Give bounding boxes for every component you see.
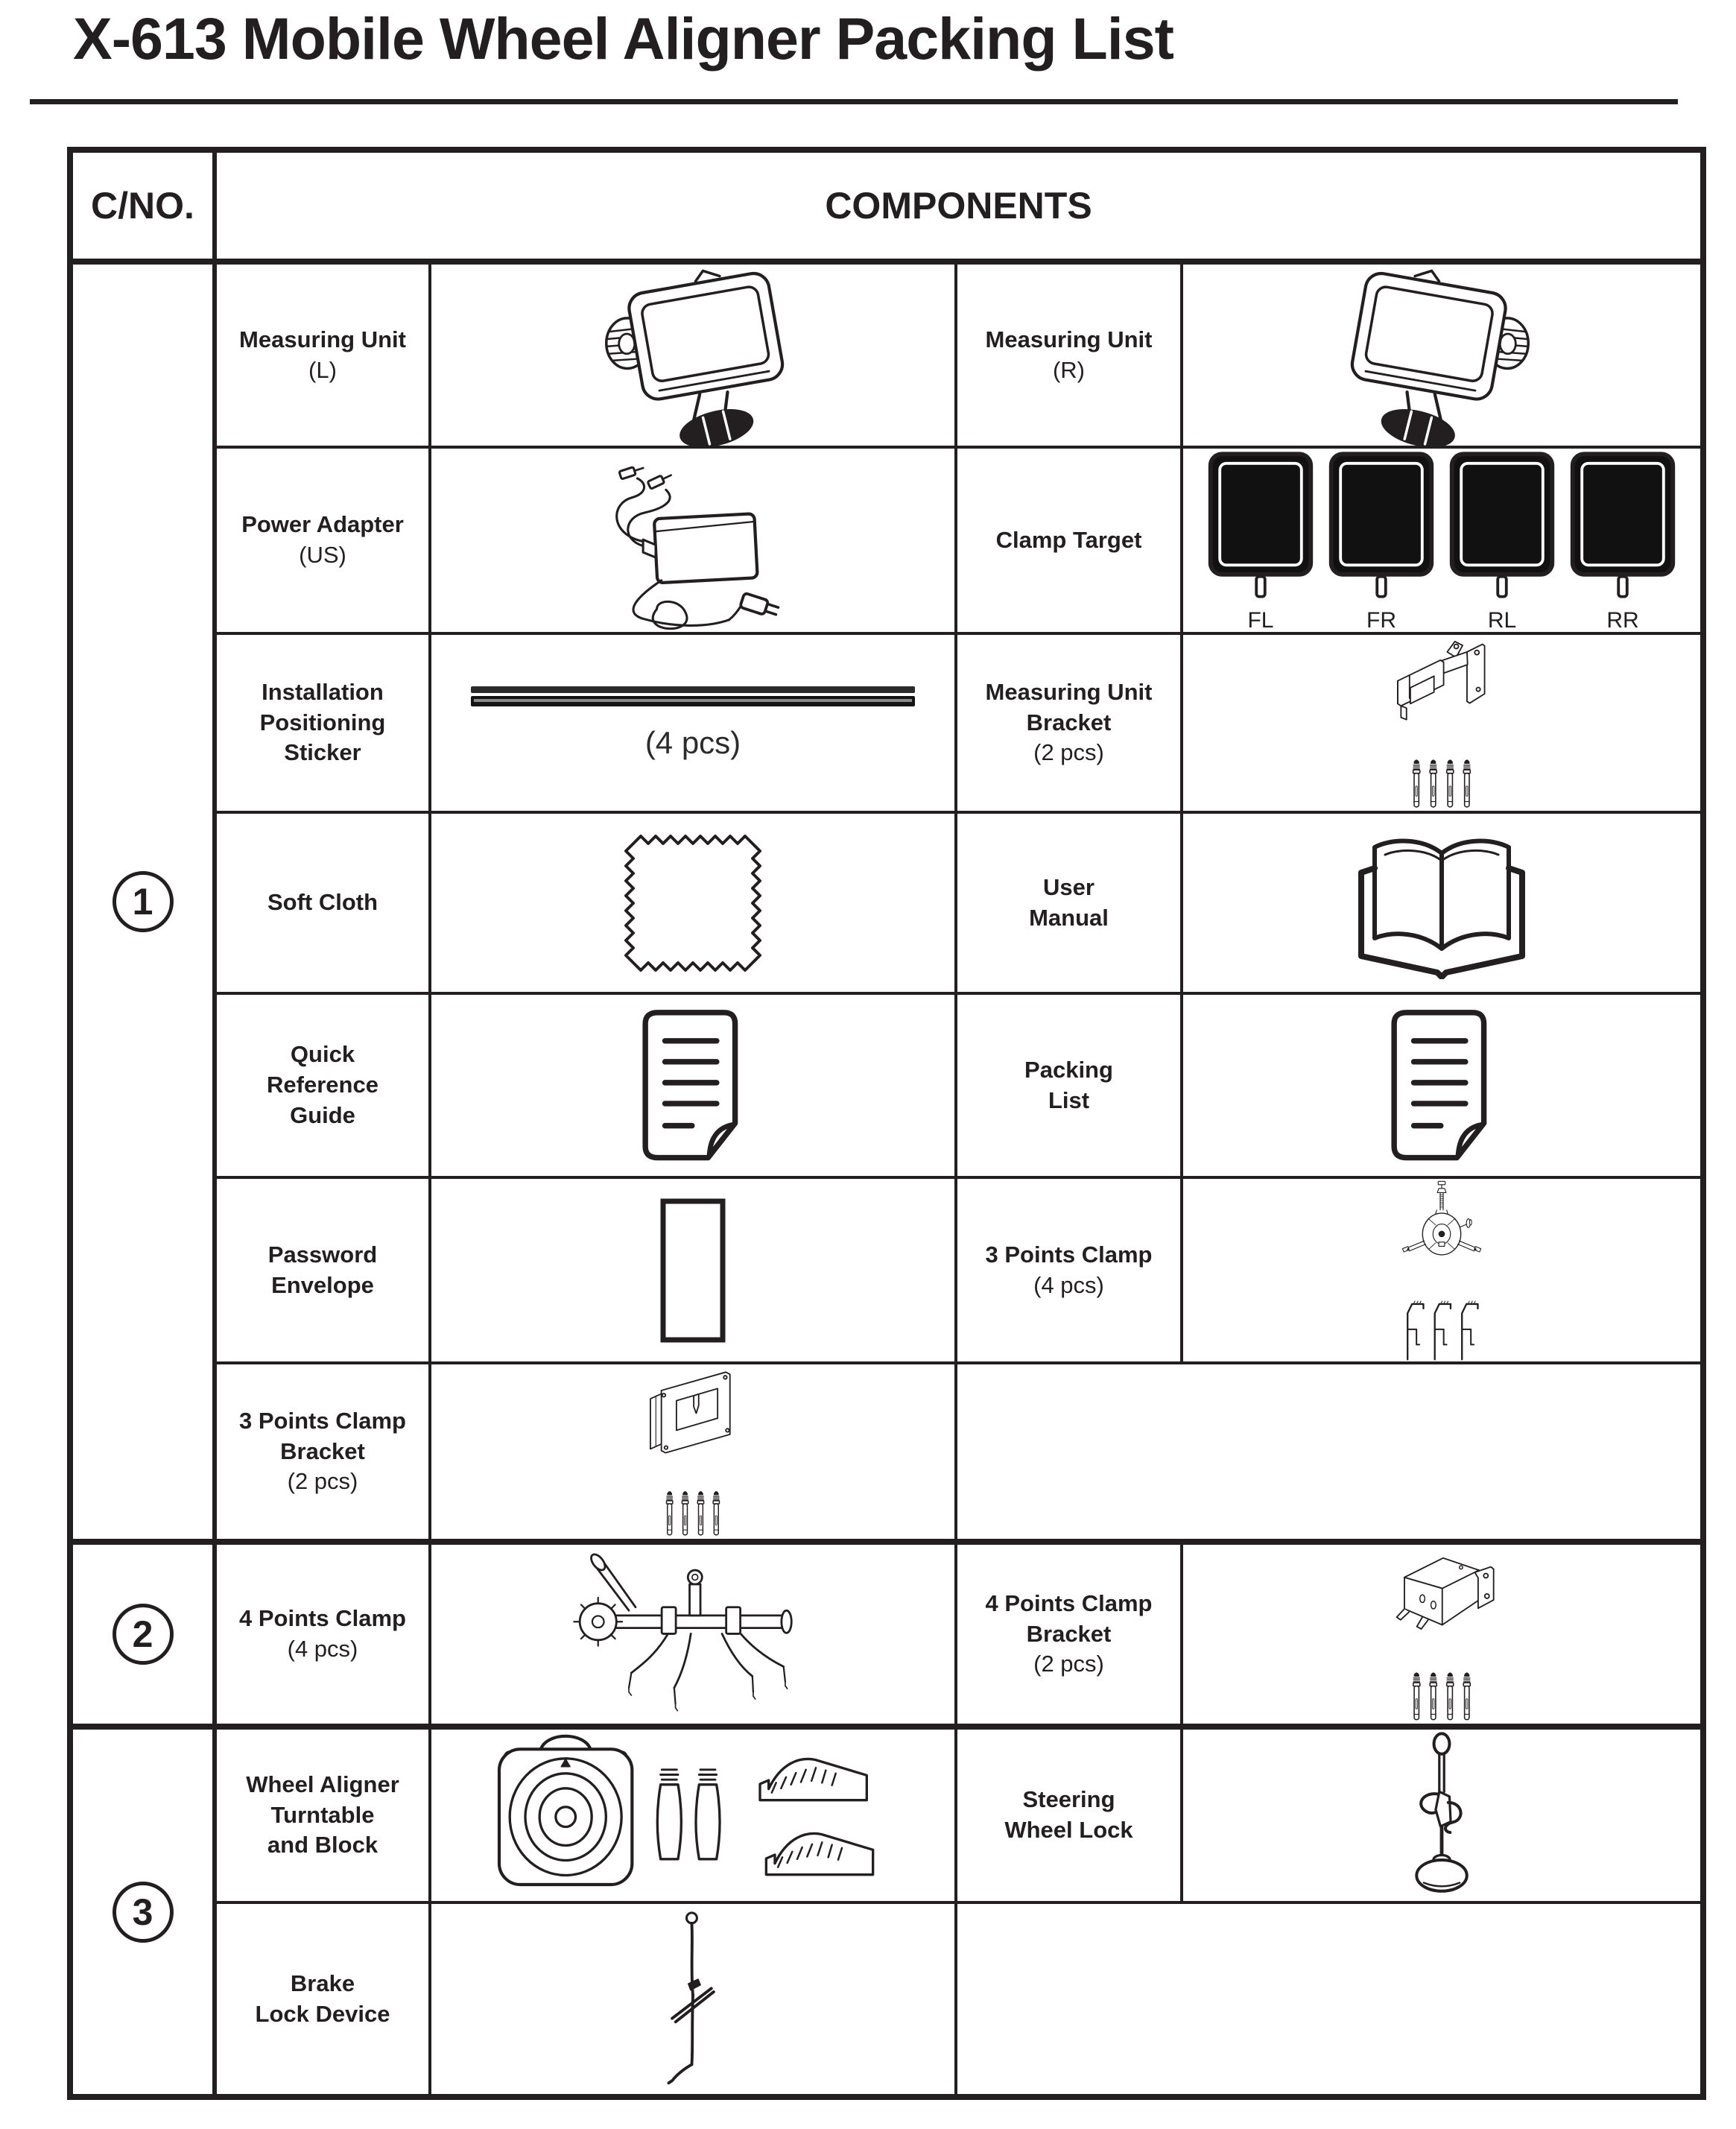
- measuring-unit-bracket-icon: [1397, 640, 1486, 721]
- label-measuring-unit-bracket: Measuring Unit Bracket (2 pcs): [957, 635, 1183, 814]
- clamp-target-fr: FR: [1325, 449, 1437, 633]
- section-2-number: 2: [112, 1604, 174, 1665]
- image-steering-wheel-lock: [1183, 1730, 1700, 1904]
- image-soft-cloth: [431, 814, 957, 995]
- clamp-target-rl: RL: [1446, 449, 1558, 633]
- clamp-target-tag-fl: FL: [1247, 607, 1274, 633]
- clamp-target-group: FL FR RL RR: [1205, 449, 1679, 633]
- label-user-manual: User Manual: [957, 814, 1183, 995]
- label-wheel-aligner-turntable: Wheel Aligner Turntable and Block: [217, 1730, 431, 1904]
- image-power-adapter: [431, 449, 957, 635]
- clamp-target-tag-rl: RL: [1487, 607, 1517, 633]
- label-steering-wheel-lock: Steering Wheel Lock: [957, 1730, 1183, 1904]
- label-installation-positioning-sticker: Installation Positioning Sticker: [217, 635, 431, 814]
- image-wheel-aligner-turntable: [431, 1730, 957, 1904]
- label-four-points-clamp: 4 Points Clamp (4 pcs): [217, 1545, 431, 1730]
- positioning-sticker-icon: [471, 686, 915, 706]
- section-1-cell: 1: [73, 265, 217, 1545]
- cno-header-cell: C/NO.: [73, 153, 217, 265]
- components-header-label: COMPONENTS: [825, 185, 1092, 227]
- label-quick-reference-guide: Quick Reference Guide: [217, 995, 431, 1179]
- anchor-bolts-icon: [1375, 757, 1509, 811]
- three-points-clamp-bracket-icon: [649, 1371, 731, 1454]
- anchor-bolts-icon: [1375, 1670, 1509, 1724]
- label-three-points-clamp: 3 Points Clamp (4 pcs): [957, 1179, 1183, 1364]
- steering-wheel-lock-icon: [1415, 1731, 1469, 1893]
- claw-hooks-icon: [1407, 1300, 1479, 1361]
- image-user-manual: [1183, 814, 1700, 995]
- four-points-clamp-icon: [573, 1553, 793, 1712]
- components-header-cell: COMPONENTS: [217, 153, 1700, 265]
- user-manual-icon: [1358, 838, 1525, 979]
- soft-cloth-icon: [624, 834, 761, 972]
- image-password-envelope: [431, 1179, 957, 1364]
- brake-lock-device-icon: [667, 1911, 715, 2084]
- four-points-clamp-bracket-icon: [1396, 1557, 1495, 1630]
- label-four-points-clamp-bracket: 4 Points Clamp Bracket (2 pcs): [957, 1545, 1183, 1730]
- label-measuring-unit-l: Measuring Unit (L): [217, 265, 431, 449]
- image-quick-reference-guide: [431, 995, 957, 1179]
- image-measuring-unit-l: [431, 265, 957, 449]
- clamp-target-icon: [1205, 449, 1317, 601]
- packing-table: C/NO. COMPONENTS 1 Measuring Unit (L) Me…: [67, 147, 1706, 2100]
- label-password-envelope: Password Envelope: [217, 1179, 431, 1364]
- label-packing-list: Packing List: [957, 995, 1183, 1179]
- clamp-target-rr: RR: [1567, 449, 1679, 633]
- image-three-points-clamp: [1183, 1179, 1700, 1364]
- turntable-and-block-icon: [497, 1734, 875, 1886]
- label-power-adapter: Power Adapter (US): [217, 449, 431, 635]
- section-2-cell: 2: [73, 1545, 217, 1730]
- password-envelope-icon: [660, 1198, 726, 1342]
- image-measuring-unit-r: [1183, 265, 1700, 449]
- image-measuring-unit-bracket: [1183, 635, 1700, 814]
- power-adapter-icon: [615, 466, 780, 630]
- image-three-points-clamp-bracket: [431, 1364, 957, 1545]
- title-rule: [30, 99, 1678, 104]
- clamp-target-tag-fr: FR: [1366, 607, 1396, 633]
- measuring-unit-l-icon: [533, 265, 853, 446]
- section-1-number: 1: [112, 871, 174, 932]
- label-clamp-target: Clamp Target: [957, 449, 1183, 635]
- section-3-cell: 3: [73, 1730, 217, 2094]
- three-points-clamp-icon: [1401, 1180, 1482, 1256]
- empty-cell-row10: [957, 1904, 1700, 2094]
- image-installation-positioning-sticker: (4 pcs): [431, 635, 957, 814]
- label-brake-lock-device: Brake Lock Device: [217, 1904, 431, 2094]
- section-3-number: 3: [112, 1881, 174, 1943]
- clamp-target-tag-rr: RR: [1606, 607, 1639, 633]
- page-title: X-613 Mobile Wheel Aligner Packing List: [73, 5, 1174, 72]
- image-brake-lock-device: [431, 1904, 957, 2094]
- label-three-points-clamp-bracket: 3 Points Clamp Bracket (2 pcs): [217, 1364, 431, 1545]
- anchor-bolts-icon: [626, 1489, 760, 1539]
- image-clamp-target: FL FR RL RR: [1183, 449, 1700, 635]
- quick-reference-guide-icon: [632, 1001, 755, 1171]
- sticker-qty: (4 pcs): [644, 725, 741, 760]
- packing-list-icon: [1381, 1001, 1504, 1171]
- cno-header-label: C/NO.: [91, 185, 194, 227]
- label-soft-cloth: Soft Cloth: [217, 814, 431, 995]
- empty-cell-row7: [957, 1364, 1700, 1545]
- image-four-points-clamp-bracket: [1183, 1545, 1700, 1730]
- measuring-unit-r-icon: [1282, 265, 1602, 446]
- clamp-target-icon: [1325, 449, 1437, 601]
- image-packing-list: [1183, 995, 1700, 1179]
- label-measuring-unit-r: Measuring Unit (R): [957, 265, 1183, 449]
- clamp-target-fl: FL: [1205, 449, 1317, 633]
- clamp-target-icon: [1446, 449, 1558, 601]
- clamp-target-icon: [1567, 449, 1679, 601]
- image-four-points-clamp: [431, 1545, 957, 1730]
